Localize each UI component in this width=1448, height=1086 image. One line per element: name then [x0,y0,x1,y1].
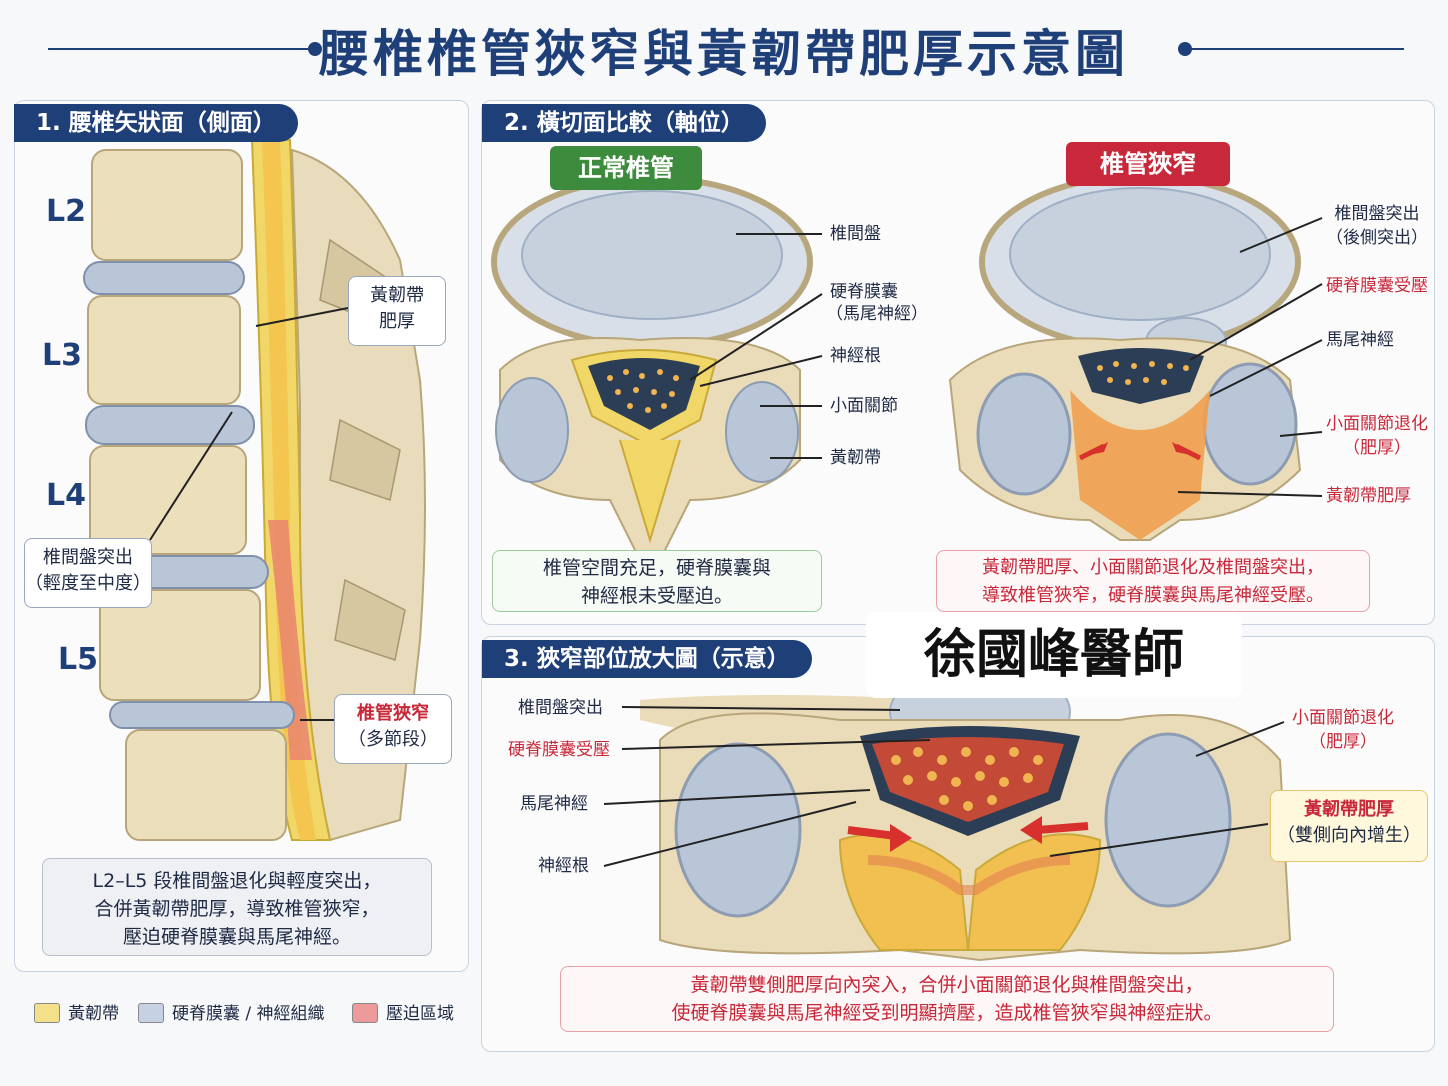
note-zoom: 黃韌帶雙側肥厚向內突入，合併小面關節退化與椎間盤突出， 使硬脊膜囊與馬尾神經受到… [560,966,1334,1032]
zoom-ligament-line2: （雙側向內增生） [1277,825,1421,846]
zoom-label-cauda: 馬尾神經 [520,794,588,814]
zoom-label-facet: 小面關節退化 （肥厚） [1292,706,1394,754]
axial-stenosis [948,173,1323,541]
summary-sagittal-line2: 合併黃韌帶肥厚，導致椎管狹窄， [94,898,380,920]
vertebra-label-l2: L2 [46,194,86,229]
label-facet-degeneration-line1: 小面關節退化 [1326,414,1428,434]
label-cauda-paren: （馬尾神經） [826,304,928,324]
tab-axial: 2. 橫切面比較（軸位） [482,104,766,142]
callout-disc-line2: （輕度至中度） [25,573,151,594]
label-cauda-equina: 馬尾神經 [1326,330,1394,350]
title-dot-left [308,42,322,56]
vertebra-label-l4: L4 [46,478,86,513]
callout-stenosis-line2: （多節段） [348,729,438,750]
title-row: 腰椎椎管狹窄與黃韌帶肥厚示意圖 [0,0,1448,96]
label-disc-herniation-line2: （後側突出） [1326,228,1428,248]
zoom-label-disc: 椎間盤突出 [518,698,603,718]
summary-sagittal-line1: L2–L5 段椎間盤退化與輕度突出， [92,870,382,892]
zoom-illustration [603,663,1292,962]
label-ligament-thickened: 黃韌帶肥厚 [1326,486,1411,506]
label-ligamentum: 黃韌帶 [830,448,881,468]
callout-ligament-line2: 肥厚 [379,311,415,332]
callout-disc-herniation: 椎間盤突出 （輕度至中度） [24,538,152,608]
label-dural-sac: 硬脊膜囊 [830,282,898,302]
label-disc-herniation: 椎間盤突出 （後側突出） [1326,202,1428,250]
callout-ligament-thickening: 黃韌帶 肥厚 [348,276,446,346]
label-disc-herniation-line1: 椎間盤突出 [1334,204,1420,224]
callout-canal-stenosis: 椎管狹窄 （多節段） [334,694,452,764]
legend-swatch-compression [352,1003,378,1023]
callout-disc-line1: 椎間盤突出 [43,547,133,568]
vertebra-label-l5: L5 [58,642,98,677]
note-normal-line1: 椎管空間充足，硬脊膜囊與 [542,557,771,579]
note-normal: 椎管空間充足，硬脊膜囊與 神經根未受壓迫。 [492,550,822,612]
legend-label-ligament: 黃韌帶 [68,1004,119,1024]
label-dura-compressed: 硬脊膜囊受壓 [1326,276,1428,296]
zoom-ligament-line1: 黃韌帶肥厚 [1304,799,1394,820]
note-stenosis-line1: 黃韌帶肥厚、小面關節退化及椎間盤突出， [982,557,1324,578]
zoom-label-dura: 硬脊膜囊受壓 [508,740,610,760]
note-zoom-line2: 使硬脊膜囊與馬尾神經受到明顯擠壓，造成椎管狹窄與神經症狀。 [671,1002,1223,1024]
legend-label-compression: 壓迫區域 [386,1004,454,1024]
note-stenosis-line2: 導致椎管狹窄，硬脊膜囊與馬尾神經受壓。 [982,585,1324,606]
watermark-doctor-name: 徐國峰醫師 [866,612,1242,698]
legend-swatch-ligament [34,1003,60,1023]
note-stenosis: 黃韌帶肥厚、小面關節退化及椎間盤突出， 導致椎管狹窄，硬脊膜囊與馬尾神經受壓。 [936,550,1370,612]
title-dot-right [1178,42,1192,56]
title-rule-left [48,48,310,50]
callout-ligament-line1: 黃韌帶 [370,285,424,306]
vertebra-label-l3: L3 [42,338,82,373]
zoom-ligament-box: 黃韌帶肥厚 （雙側向內增生） [1270,790,1428,862]
summary-sagittal: L2–L5 段椎間盤退化與輕度突出， 合併黃韌帶肥厚，導致椎管狹窄， 壓迫硬脊膜… [42,858,432,956]
label-disc: 椎間盤 [830,224,881,244]
callout-stenosis-line1: 椎管狹窄 [357,703,429,724]
zoom-label-root: 神經根 [538,856,589,876]
legend-label-dura: 硬脊膜囊 / 神經組織 [172,1004,325,1024]
zoom-label-facet-line1: 小面關節退化 [1292,708,1394,728]
sagittal-spine [83,139,426,842]
tab-zoom: 3. 狹窄部位放大圖（示意） [482,640,812,678]
axial-normal [491,175,823,561]
zoom-label-facet-line2: （肥厚） [1309,732,1377,752]
label-facet: 小面關節 [830,396,898,416]
legend-swatch-dura [138,1003,164,1023]
note-zoom-line1: 黃韌帶雙側肥厚向內突入，合併小面關節退化與椎間盤突出， [690,974,1204,996]
label-nerve-root: 神經根 [830,346,881,366]
summary-sagittal-line3: 壓迫硬脊膜囊與馬尾神經。 [122,926,351,948]
note-normal-line2: 神經根未受壓迫。 [580,585,733,607]
badge-normal-canal: 正常椎管 [550,146,702,190]
tab-sagittal: 1. 腰椎矢狀面（側面） [14,104,298,142]
badge-stenosis-canal: 椎管狹窄 [1066,142,1230,186]
label-facet-degeneration: 小面關節退化 （肥厚） [1326,412,1428,460]
title-rule-right [1190,48,1404,50]
label-facet-degeneration-line2: （肥厚） [1343,438,1411,458]
page-title: 腰椎椎管狹窄與黃韌帶肥厚示意圖 [319,25,1129,83]
